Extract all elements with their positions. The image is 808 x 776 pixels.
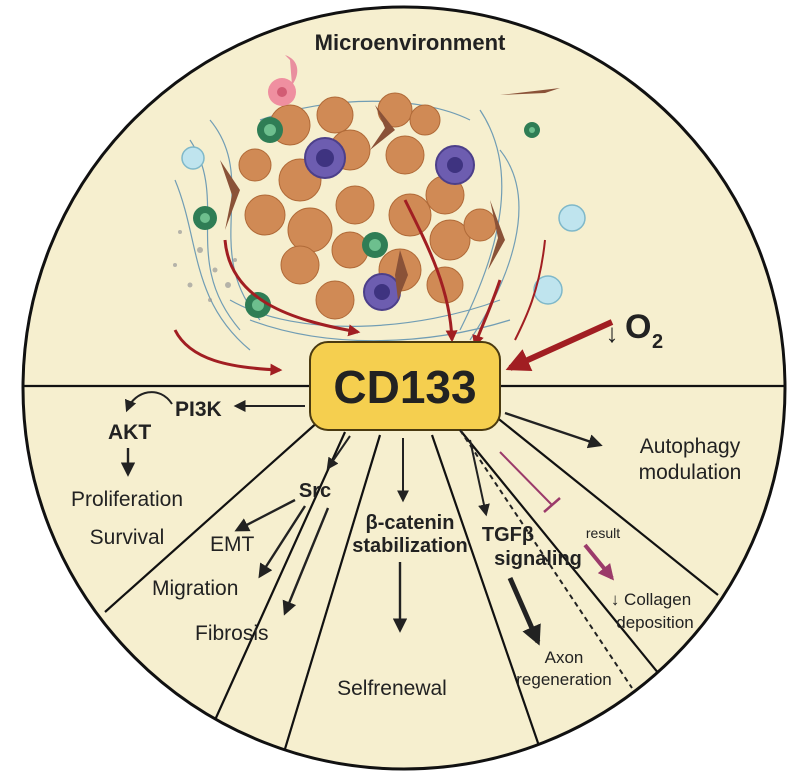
axon-label-line1: Axon xyxy=(545,648,584,667)
fibroblast-icon xyxy=(220,88,560,300)
tgfb-label-line1: TGFβ xyxy=(482,524,534,546)
akt-label: AKT xyxy=(108,421,151,444)
title: Microenvironment xyxy=(315,30,506,55)
oxygen-symbol: O xyxy=(625,308,651,346)
sector-dividers xyxy=(23,384,785,769)
virus-particle-icon xyxy=(181,146,586,305)
beta-catenin-label-line2: stabilization xyxy=(352,535,468,557)
cd133-box xyxy=(309,341,501,431)
pi3k-label: PI3K xyxy=(175,398,222,421)
src-label: Src xyxy=(299,480,331,502)
autophagy-label-line2: modulation xyxy=(639,461,742,484)
oxygen-down-arrow: ↓ xyxy=(606,318,619,348)
result-arrow xyxy=(583,543,615,581)
oxygen-subscript: 2 xyxy=(652,331,663,353)
tumor-cell-icon xyxy=(238,92,497,320)
oxygen-label: ↓ O 2 xyxy=(606,308,664,353)
inhibition-arrow-icon xyxy=(499,451,561,513)
fibrosis-label: Fibrosis xyxy=(195,622,269,645)
beta-catenin-label-line1: β-catenin xyxy=(366,512,455,534)
oxygen-arrow xyxy=(505,319,614,372)
microenvironment-illustration xyxy=(173,55,586,351)
dashed-line xyxy=(459,429,633,689)
emt-label: EMT xyxy=(210,533,255,556)
migration-label: Migration xyxy=(152,577,238,600)
axon-label-line2: regeneration xyxy=(516,670,611,689)
proliferation-label: Proliferation xyxy=(71,488,183,511)
cd133-label: CD133 xyxy=(333,361,476,413)
tgfb-label-line2: signaling xyxy=(494,548,582,570)
collagen-label-line2: deposition xyxy=(616,613,694,632)
immune-cell-icon xyxy=(304,137,475,311)
green-cell-icon xyxy=(193,117,540,318)
collagen-label-line1: ↓ Collagen xyxy=(611,590,691,609)
autophagy-label-line1: Autophagy xyxy=(640,435,741,458)
selfrenewal-label: Selfrenewal xyxy=(337,677,447,700)
pink-cell-icon xyxy=(268,55,298,106)
result-label: result xyxy=(586,525,620,541)
survival-label: Survival xyxy=(90,526,165,549)
red-arrows xyxy=(173,199,546,376)
